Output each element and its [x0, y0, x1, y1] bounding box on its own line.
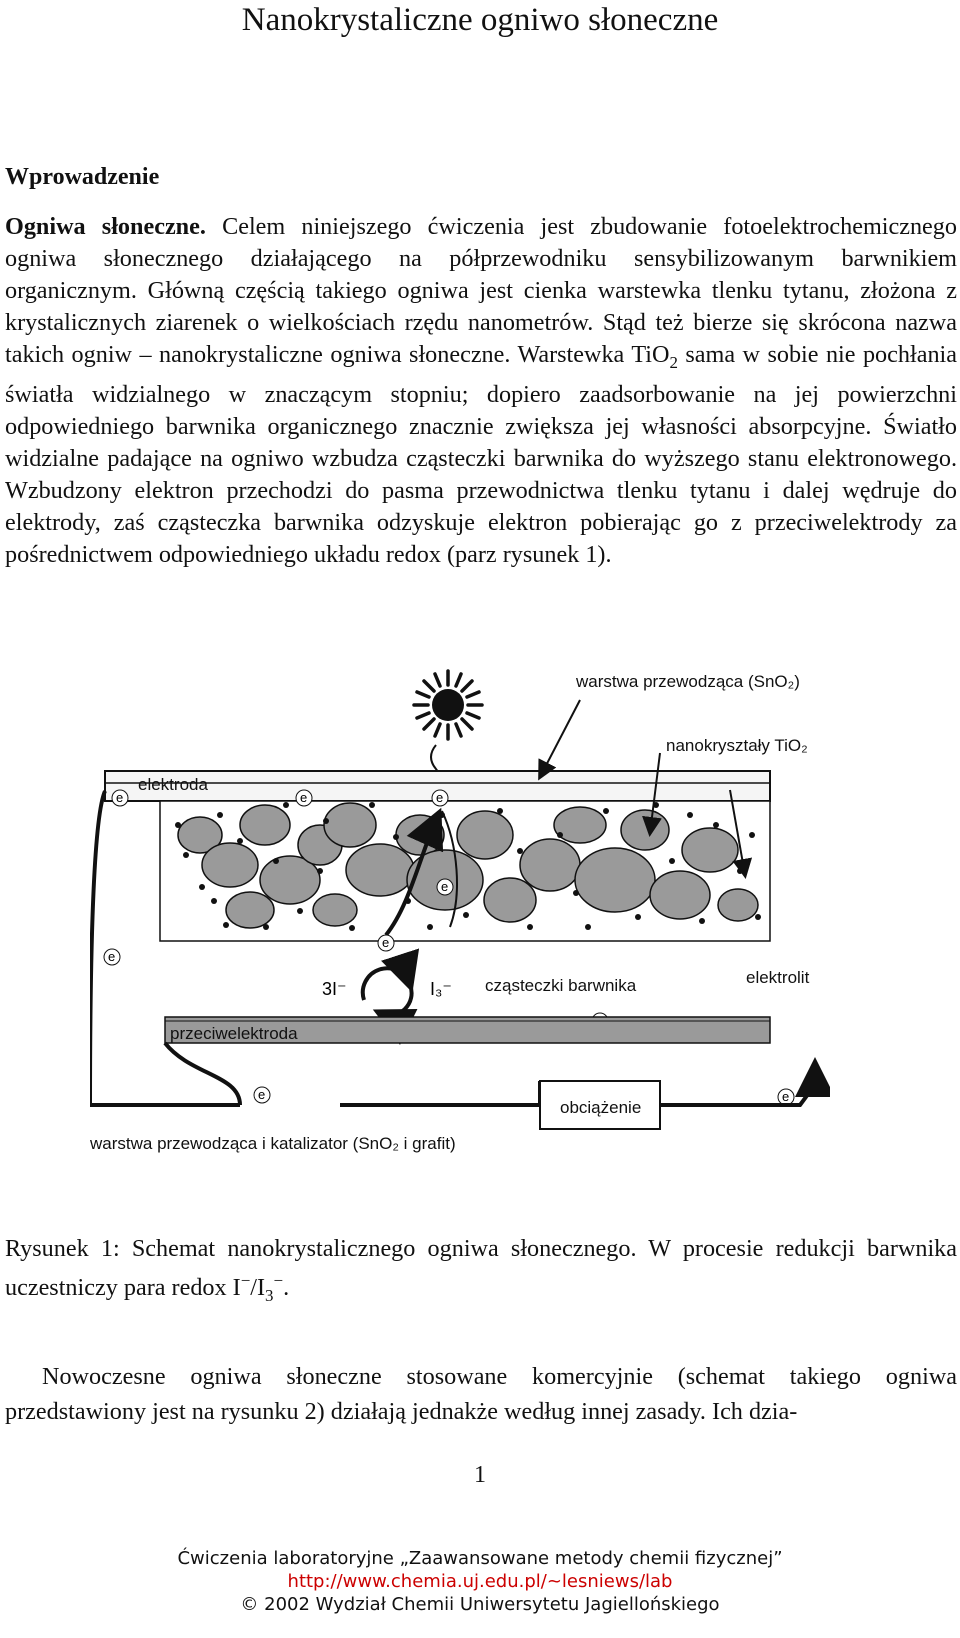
svg-text:e: e: [441, 879, 448, 894]
redox-cycle: 3I⁻ I₃⁻: [322, 948, 452, 1045]
label-catalyst: warstwa przewodząca i katalizator (SnO₂ …: [90, 1134, 456, 1153]
label-electrolyte: elektrolit: [746, 968, 810, 987]
footer-copyright: © 2002 Wydział Chemii Uniwersytetu Jagie…: [240, 1594, 720, 1615]
section-heading: Wprowadzenie: [5, 164, 160, 190]
document-title: Nanokrystaliczne ogniwo słoneczne: [241, 2, 719, 38]
label-counter-electrode: przeciwelektroda: [170, 1024, 298, 1043]
svg-text:e: e: [382, 935, 389, 950]
figure-caption: Rysunek 1: Schemat nanokrystalicznego og…: [5, 1235, 957, 1305]
label-i3: I₃⁻: [430, 979, 452, 999]
tio2-nanocrystals: [177, 802, 759, 929]
intro-text-b: sama w sobie nie pochłania światła widzi…: [5, 341, 957, 568]
label-3i: 3I⁻: [322, 979, 347, 999]
intro-text-a: Celem niniejszego ćwiczenia jest zbudowa…: [5, 213, 957, 368]
intro-paragraph: Ogniwa słoneczne. Celem niniejszego ćwic…: [5, 211, 957, 571]
label-electrode: elektroda: [138, 775, 208, 794]
label-sno2: warstwa przewodząca (SnO₂): [575, 672, 800, 691]
svg-text:e: e: [300, 790, 307, 805]
label-tio2: nanokryształy TiO₂: [666, 736, 808, 755]
page-footer: Ćwiczenia laboratoryjne „Zaawansowane me…: [0, 1547, 960, 1616]
paragraph-two: Nowoczesne ogniwa słoneczne stosowane ko…: [5, 1363, 957, 1425]
svg-text:e: e: [782, 1089, 789, 1104]
label-dye: cząsteczki barwnika: [485, 976, 637, 995]
page-number: 1: [474, 1462, 486, 1488]
svg-text:e: e: [108, 949, 115, 964]
footer-course: Ćwiczenia laboratoryjne „Zaawansowane me…: [177, 1548, 783, 1569]
label-load: obciążenie: [560, 1098, 641, 1117]
svg-text:e: e: [258, 1087, 265, 1102]
load-box: [539, 1080, 661, 1130]
svg-text:e: e: [116, 790, 123, 805]
svg-text:e: e: [436, 790, 443, 805]
sun-icon: [412, 669, 484, 741]
solar-cell-diagram: e e e e e e e e e 3I⁻ I₃⁻ warstwa przewo…: [90, 669, 830, 1153]
intro-lead: Ogniwa słoneczne.: [5, 213, 206, 240]
subscript-2: 2: [669, 352, 678, 372]
footer-url-link[interactable]: http://www.chemia.uj.edu.pl/~lesniews/la…: [287, 1571, 673, 1592]
